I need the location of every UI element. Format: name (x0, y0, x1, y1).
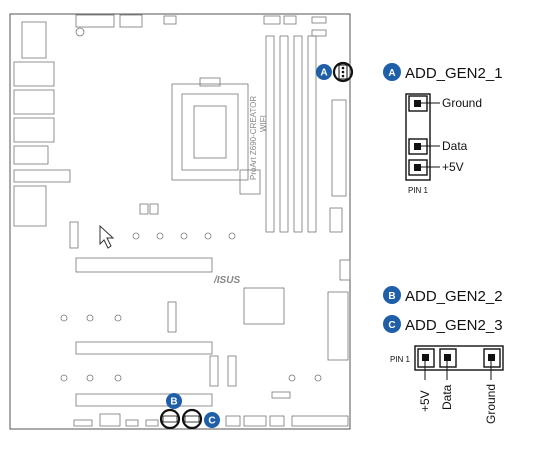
marker-c-letter: C (208, 416, 215, 427)
board-model-silkscreen: ProArt Z690-CREATOR WIFI (249, 96, 268, 180)
header-a-letter: A (388, 68, 395, 79)
marker-a: A (316, 61, 354, 83)
header-c-badge (383, 315, 401, 333)
header-c-name: ADD_GEN2_3 (405, 317, 503, 334)
motherboard-outline (9, 13, 351, 430)
header-a-name: ADD_GEN2_1 (405, 65, 503, 82)
bottom-connectors (73, 391, 349, 427)
header-bc-pin-ground: Ground (484, 384, 498, 424)
mounting-holes (60, 27, 322, 382)
header-c-title: C ADD_GEN2_3 (383, 315, 503, 334)
header-a-title: A ADD_GEN2_1 (383, 63, 503, 82)
brand-logo: /ISUS (213, 275, 240, 286)
dimm-slots (265, 35, 317, 233)
marker-b-letter: B (170, 397, 177, 408)
chipset (139, 169, 351, 361)
header-a-badge (383, 63, 401, 81)
header-a-pinout: Ground Data +5V PIN 1 (405, 93, 482, 195)
header-a-pin-5v: +5V (442, 160, 464, 174)
cursor-icon (99, 224, 115, 249)
marker-a-letter: A (320, 68, 327, 79)
cpu-socket (171, 77, 249, 181)
header-bc-pin1-label: PIN 1 (390, 355, 411, 364)
header-bc-pin-data: Data (440, 384, 454, 410)
board-model-text: ProArt Z690-CREATOR (249, 96, 258, 180)
marker-c-badge (204, 412, 220, 428)
header-a-pin1-label: PIN 1 (408, 186, 429, 195)
header-a-pin-ground: Ground (442, 96, 482, 110)
rear-io (13, 61, 71, 227)
marker-b-badge (166, 393, 182, 409)
board-model-subtext: WIFI (259, 115, 268, 132)
marker-b: B (159, 393, 182, 430)
marker-a-badge (316, 64, 332, 80)
header-bc-pinout: PIN 1 +5V Data Ground (390, 345, 504, 424)
header-b-badge (383, 286, 401, 304)
header-b-letter: B (388, 291, 395, 302)
header-a-pin-data: Data (442, 139, 468, 153)
top-connectors (21, 14, 327, 59)
header-bc-pin-5v: +5V (418, 390, 432, 412)
header-b-name: ADD_GEN2_2 (405, 288, 503, 305)
atx-power-connector (329, 99, 347, 233)
header-b-title: B ADD_GEN2_2 (383, 286, 503, 305)
pcie-slots (69, 221, 237, 407)
header-c-letter: C (388, 320, 395, 331)
marker-c: C (181, 408, 220, 430)
